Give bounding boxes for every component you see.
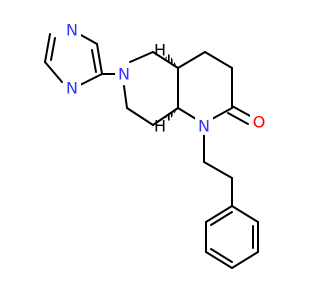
bond	[204, 51, 233, 69]
bond	[152, 51, 179, 69]
bond	[211, 107, 233, 120]
bond	[205, 205, 233, 223]
atom-label-n: N	[198, 117, 210, 136]
bond	[177, 51, 206, 69]
bond	[203, 161, 233, 179]
bonds	[44, 29, 259, 269]
atom-label-h: H	[154, 117, 166, 136]
bond	[227, 112, 249, 125]
atom-label-o: O	[253, 113, 266, 132]
bond	[205, 251, 233, 269]
atom-label-h: H	[154, 41, 166, 60]
bond	[123, 85, 128, 109]
bond	[44, 61, 63, 83]
bond	[77, 73, 103, 87]
bond	[91, 49, 97, 73]
hashed-wedge-bond	[165, 108, 178, 121]
bond	[44, 33, 51, 63]
atom-label-n: N	[118, 65, 130, 84]
bond	[231, 105, 253, 118]
stereo-bonds	[165, 54, 178, 121]
bond	[96, 43, 103, 75]
bond	[50, 37, 56, 61]
bond	[152, 107, 179, 126]
bond	[210, 211, 233, 226]
atom-labels: N N N N O H H	[63, 21, 268, 136]
molecule-structure: N N N N O H H	[44, 20, 268, 269]
bond	[177, 107, 197, 120]
bond	[210, 248, 233, 263]
bond	[231, 205, 259, 223]
atom-label-n: N	[66, 21, 78, 40]
bond	[231, 251, 259, 269]
atom-label-n: N	[66, 79, 78, 98]
bond	[126, 107, 154, 126]
hashed-wedge-bond	[165, 54, 178, 68]
bond	[129, 51, 154, 63]
